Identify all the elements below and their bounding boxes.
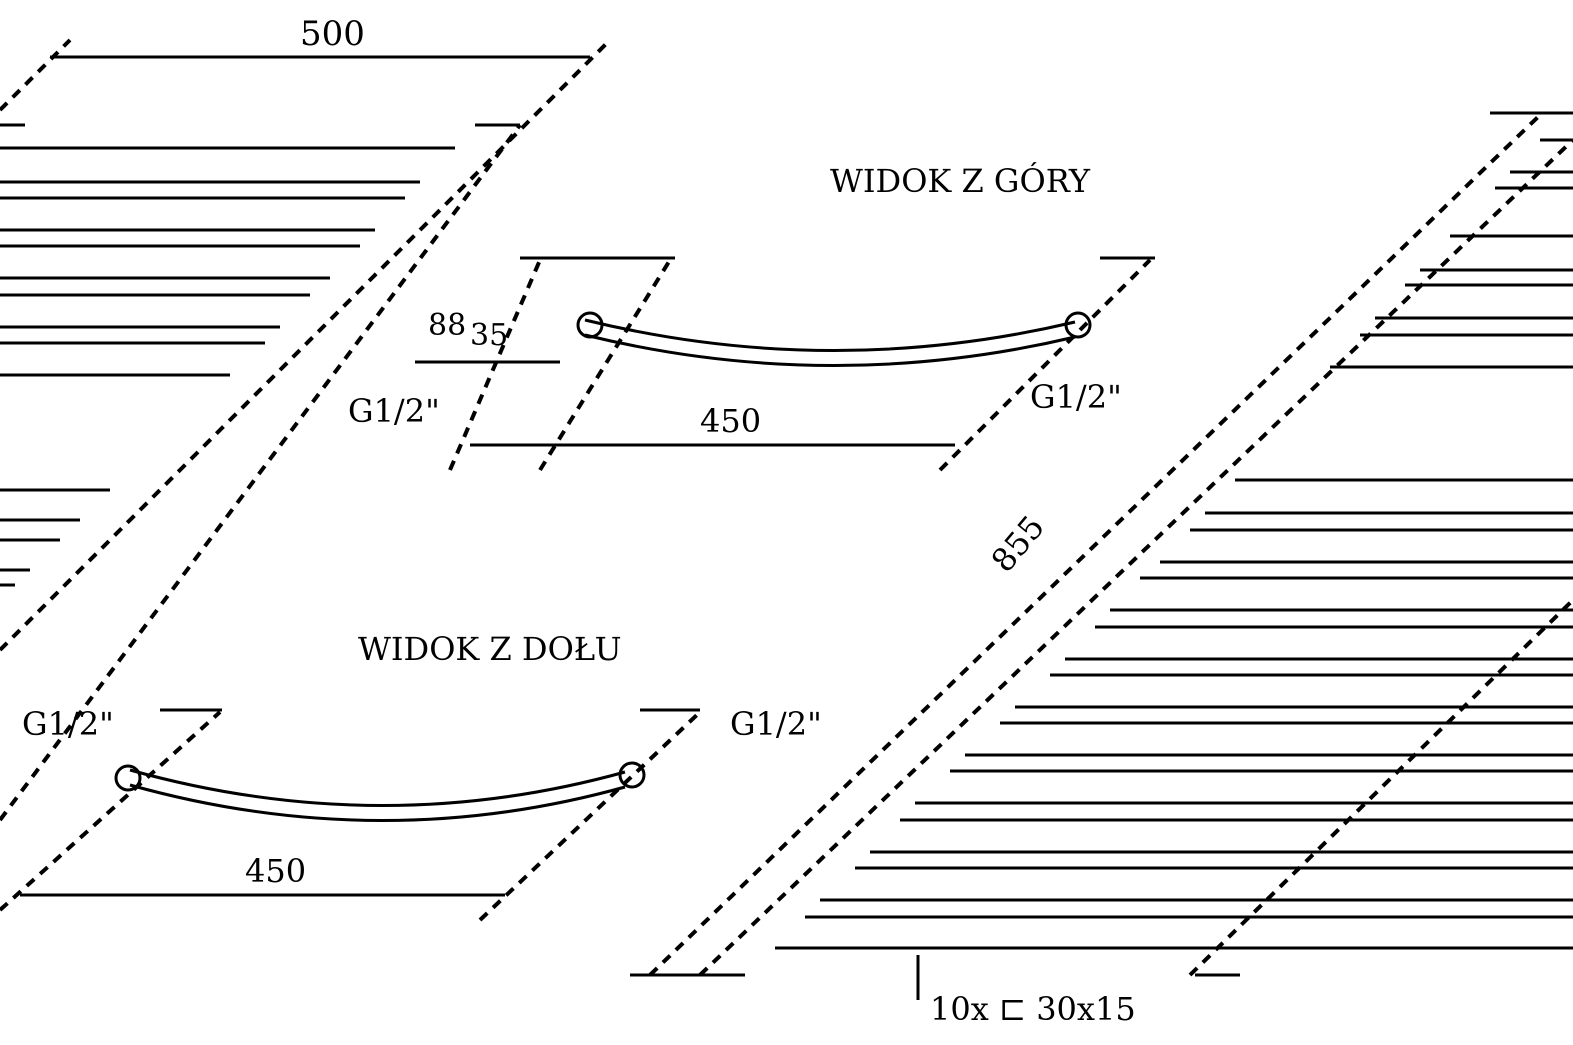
height-label: 855 [984, 508, 1052, 579]
spacing-bottom-label: 450 [245, 852, 306, 890]
tubes-label: 10x ⊏ 30x15 [930, 990, 1136, 1028]
bottom-view-title: WIDOK Z DOŁU [358, 630, 622, 668]
conn-top-right-label: G1/2" [1030, 378, 1122, 416]
width-label: 500 [300, 14, 365, 54]
spacing-top-label: 450 [700, 402, 761, 440]
connector-icon [576, 311, 604, 339]
bottom-view: WIDOK Z DOŁU G1/2" G1/2" 450 [0, 630, 822, 922]
connector-icon [114, 764, 142, 792]
conn-bottom-right-label: G1/2" [730, 705, 822, 743]
top-view: WIDOK Z GÓRY 88 35 G1/2" G1/2" 450 [348, 162, 1155, 472]
right-radiator-side-view: 855 10x ⊏ 30x15 [630, 111, 1573, 1028]
connector-icon [618, 761, 646, 789]
left-radiator-front-view [0, 38, 612, 822]
top-view-title: WIDOK Z GÓRY [830, 162, 1091, 200]
conn-top-left-label: G1/2" [348, 392, 440, 430]
depth-a-label: 88 [428, 308, 466, 343]
connector-icon [1064, 311, 1092, 339]
width-dimension: 500 [50, 14, 590, 59]
conn-bottom-left-label: G1/2" [22, 705, 114, 743]
depth-b-label: 35 [470, 318, 508, 353]
